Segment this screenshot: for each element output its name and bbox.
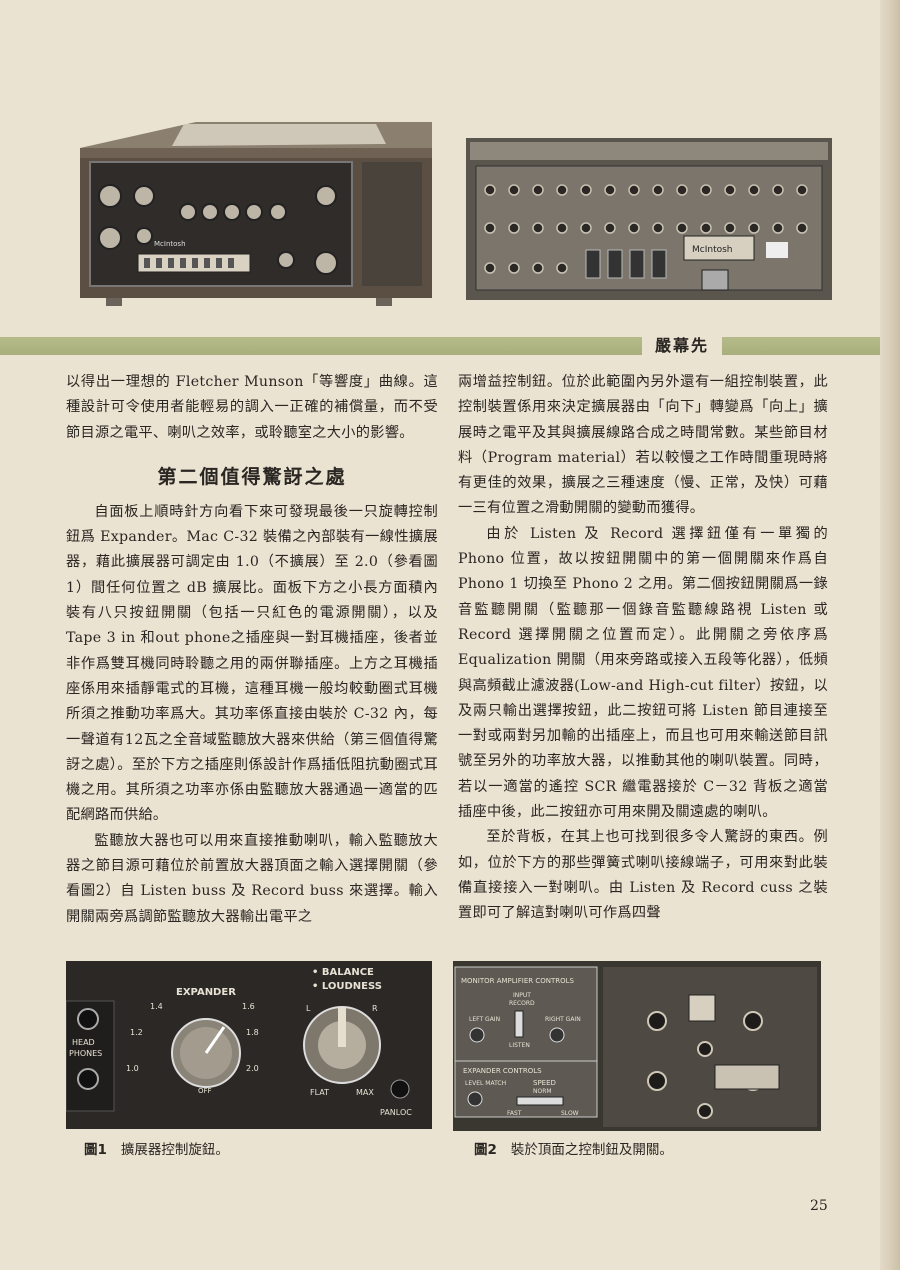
fig1-expander-label: EXPANDER — [176, 987, 236, 998]
fig1-head-label: HEAD — [72, 1038, 95, 1047]
section-header-label: 嚴幕先 — [642, 333, 722, 359]
section-heading: 第二個值得驚訝之處 — [157, 465, 347, 488]
right-paragraph-2: 由於 Listen 及 Record 選擇鈕僅有一單獨的 Phono 位置，故以… — [458, 525, 828, 821]
fig1-max-label: MAX — [356, 1088, 374, 1097]
fig2-expander-controls-label: EXPANDER CONTROLS — [463, 1067, 542, 1075]
front-brand-label: McIntosh — [154, 240, 186, 248]
section-header-band — [0, 337, 880, 355]
level-match-knob-icon — [467, 1091, 483, 1107]
left-gain-knob-icon — [469, 1027, 485, 1043]
fig2-record-label: RECORD — [509, 1000, 535, 1007]
right-text-column: 兩增益控制鈕。位於此範圍內另外還有一組控制裝置，此控制裝置係用來決定擴展器由「向… — [458, 370, 828, 927]
figure-1-number: 圖1 — [84, 1142, 107, 1158]
fig1-l-label: L — [306, 1004, 311, 1013]
left-paragraph-1: 以得出一理想的 Fletcher Munson「等響度」曲線。這種設計可令使用者… — [66, 374, 438, 441]
fig1-loudness-label: • LOUDNESS — [312, 981, 382, 992]
left-text-column: 以得出一理想的 Fletcher Munson「等響度」曲線。這種設計可令使用者… — [66, 370, 438, 930]
fig1-balance-label: • BALANCE — [312, 967, 374, 978]
fig1-r-label: R — [372, 1004, 378, 1013]
right-gain-knob-icon — [549, 1027, 565, 1043]
fig2-left-gain-label: LEFT GAIN — [469, 1016, 500, 1023]
fig1-flat-label: FLAT — [310, 1088, 329, 1097]
right-paragraph-1: 兩增益控制鈕。位於此範圍內另外還有一組控制裝置，此控制裝置係用來決定擴展器由「向… — [458, 374, 828, 517]
fig1-panloc-label: PANLOC — [380, 1108, 412, 1117]
fig2-norm-label: NORM — [533, 1088, 552, 1095]
fig2-monitor-label: MONITOR AMPLIFIER CONTROLS — [461, 977, 575, 985]
figure-1-caption-text: 擴展器控制旋鈕。 — [120, 1142, 229, 1158]
fig2-listen-label: LISTEN — [509, 1042, 530, 1049]
figure-2-caption-text: 裝於頂面之控制鈕及開關。 — [510, 1142, 673, 1158]
left-paragraph-2: 自面板上順時針方向看下來可發現最後一只旋轉控制鈕爲 Expander。Mac C… — [66, 503, 438, 824]
fig1-phones-label: PHONES — [69, 1049, 102, 1058]
binding-edge — [880, 0, 900, 1270]
figure-1-expander-photo: HEAD PHONES EXPANDER 1.4 1.6 1.2 1.8 1.0… — [66, 961, 432, 1129]
input-switch-icon — [514, 1010, 524, 1038]
photo-preamp-rear: McIntosh — [466, 138, 832, 300]
fig2-input-label: INPUT — [513, 992, 531, 999]
page-number: 25 — [810, 1198, 828, 1214]
fig2-slow-label: SLOW — [561, 1110, 579, 1117]
balance-knob-icon — [303, 1006, 381, 1084]
left-paragraph-3: 監聽放大器也可以用來直接推動喇叭，輸入監聽放大器之節目源可藉位於前置放大器頂面之… — [66, 832, 438, 925]
fig1-tick-1-0: 1.0 — [126, 1064, 139, 1073]
figure-1-caption: 圖1 擴展器控制旋鈕。 — [84, 1138, 229, 1158]
figure-2-top-controls-photo: MONITOR AMPLIFIER CONTROLS INPUT RECORD … — [453, 961, 821, 1131]
rear-brand-label: McIntosh — [692, 245, 733, 255]
fig1-tick-2-0: 2.0 — [246, 1064, 259, 1073]
fig2-speed-label: SPEED — [533, 1079, 556, 1087]
figure-2-number: 圖2 — [474, 1142, 497, 1158]
photo-preamp-front: McIntosh — [76, 118, 436, 308]
fig1-off-label: OFF — [198, 1087, 212, 1095]
fig2-level-match-label: LEVEL MATCH — [465, 1080, 506, 1087]
fig1-tick-1-8: 1.8 — [246, 1028, 259, 1037]
fig2-right-gain-label: RIGHT GAIN — [545, 1016, 581, 1023]
fig1-tick-1-6: 1.6 — [242, 1002, 255, 1011]
figure-2-caption: 圖2 裝於頂面之控制鈕及開關。 — [474, 1138, 673, 1158]
fig1-tick-1-2: 1.2 — [130, 1028, 143, 1037]
right-paragraph-3: 至於背板，在其上也可找到很多令人驚訝的東西。例如，位於下方的那些彈簧式喇叭接線端… — [458, 829, 828, 922]
fig2-fast-label: FAST — [507, 1110, 522, 1117]
expander-knob-icon — [171, 1018, 241, 1088]
fig1-tick-1-4: 1.4 — [150, 1002, 163, 1011]
speed-slider-icon — [516, 1096, 564, 1106]
